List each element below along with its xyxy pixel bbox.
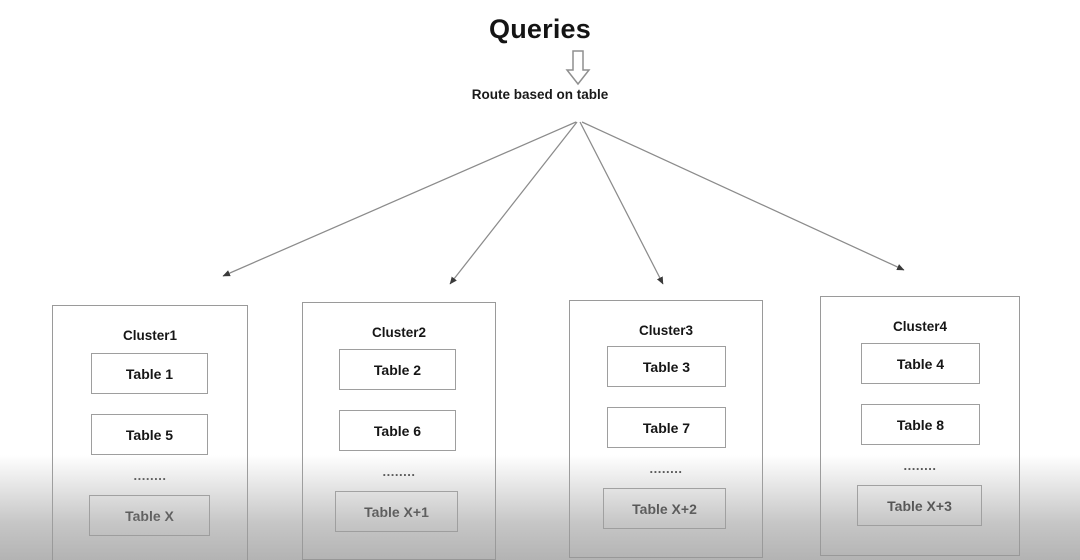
table-box[interactable]: Table 8 <box>861 404 980 445</box>
table-box[interactable]: Table X+1 <box>335 491 458 532</box>
cluster-title: Cluster3 <box>638 323 694 338</box>
down-arrow-icon <box>565 50 591 86</box>
arrow-to-cluster2 <box>449 121 578 285</box>
arrow-to-cluster4 <box>581 121 905 271</box>
page-title: Queries <box>489 14 591 44</box>
table-box[interactable]: Table 3 <box>607 346 726 387</box>
table-box[interactable]: Table X+3 <box>857 485 982 526</box>
table-box[interactable]: Table 6 <box>339 410 456 451</box>
cluster-box-2[interactable]: Cluster2 Table 2 Table 6 ........ Table … <box>302 302 496 560</box>
ellipsis-separator: ........ <box>903 458 937 473</box>
arrow-to-cluster3 <box>579 121 664 285</box>
ellipsis-separator: ........ <box>649 461 683 476</box>
cluster-title: Cluster4 <box>892 319 948 334</box>
ellipsis-separator: ........ <box>382 464 416 479</box>
table-box[interactable]: Table 1 <box>91 353 208 394</box>
table-box[interactable]: Table 5 <box>91 414 208 455</box>
cluster-box-1[interactable]: Cluster1 Table 1 Table 5 ........ Table … <box>52 305 248 560</box>
cluster-title: Cluster1 <box>122 328 178 343</box>
cluster-title: Cluster2 <box>371 325 427 340</box>
table-box[interactable]: Table 2 <box>339 349 456 390</box>
table-box[interactable]: Table 7 <box>607 407 726 448</box>
table-box[interactable]: Table X <box>89 495 210 536</box>
ellipsis-separator: ........ <box>133 468 167 483</box>
arrow-to-cluster1 <box>222 121 577 277</box>
table-box[interactable]: Table X+2 <box>603 488 726 529</box>
cluster-box-4[interactable]: Cluster4 Table 4 Table 8 ........ Table … <box>820 296 1020 556</box>
table-box[interactable]: Table 4 <box>861 343 980 384</box>
route-label: Route based on table <box>471 87 609 102</box>
cluster-box-3[interactable]: Cluster3 Table 3 Table 7 ........ Table … <box>569 300 763 558</box>
